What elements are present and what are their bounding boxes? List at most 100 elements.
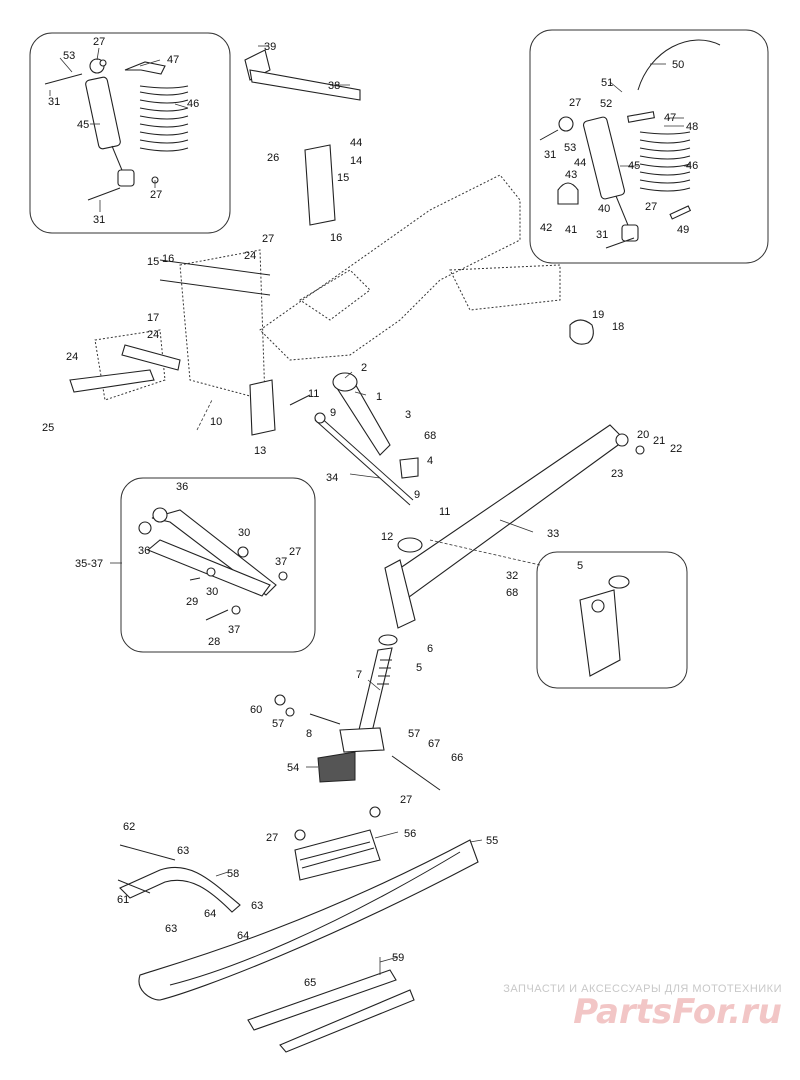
callout-50: 50: [672, 59, 684, 71]
callout-3: 3: [405, 409, 411, 421]
callout-16a: 16: [330, 232, 342, 244]
callout-32: 32: [506, 570, 518, 582]
callout-18: 18: [612, 321, 624, 333]
callout-56: 56: [404, 828, 416, 840]
callout-24c: 24: [66, 351, 78, 363]
inset-front-shock: [529, 29, 769, 264]
callout-55: 55: [486, 835, 498, 847]
callout-41: 41: [565, 224, 577, 236]
callout-35-37: 35-37: [75, 558, 103, 570]
callout-21: 21: [653, 435, 665, 447]
callout-24b: 24: [147, 329, 159, 341]
callout-6: 6: [427, 643, 433, 655]
callout-30b: 30: [206, 586, 218, 598]
callout-58: 58: [227, 868, 239, 880]
callout-27b: 27: [150, 189, 162, 201]
spindle-detail: [579, 575, 630, 677]
callout-60: 60: [250, 704, 262, 716]
callout-53a: 53: [63, 50, 75, 62]
callout-30a: 30: [238, 527, 250, 539]
callout-52: 52: [600, 98, 612, 110]
callout-37a: 37: [275, 556, 287, 568]
callout-54: 54: [287, 762, 299, 774]
callout-68b: 68: [506, 587, 518, 599]
callout-51: 51: [601, 77, 613, 89]
callout-34: 34: [326, 472, 338, 484]
callout-66: 66: [451, 752, 463, 764]
callout-67: 67: [428, 738, 440, 750]
callout-25: 25: [42, 422, 54, 434]
callout-49: 49: [677, 224, 689, 236]
leader-lines: [49, 45, 690, 975]
rear-spring: [124, 61, 189, 152]
callout-31a: 31: [48, 96, 60, 108]
callout-26: 26: [267, 152, 279, 164]
callout-36a: 36: [176, 481, 188, 493]
callout-63a: 63: [177, 845, 189, 857]
link-arm-assembly: [138, 507, 288, 621]
inset-spindle-detail: [536, 551, 688, 689]
callout-47a: 47: [167, 54, 179, 66]
callout-7: 7: [356, 669, 362, 681]
rear-shock-absorber: [44, 58, 159, 201]
callout-64b: 64: [237, 930, 249, 942]
callout-2: 2: [361, 362, 367, 374]
callout-24a: 24: [244, 250, 256, 262]
callout-64a: 64: [204, 908, 216, 920]
callout-27c: 27: [262, 233, 274, 245]
callout-63b: 63: [251, 900, 263, 912]
watermark: ЗАПЧАСТИ И АКСЕССУАРЫ ДЛЯ МОТОТЕХНИКИ Pa…: [503, 983, 782, 1029]
callout-63c: 63: [165, 923, 177, 935]
callout-39: 39: [264, 41, 276, 53]
callout-14: 14: [350, 155, 362, 167]
callout-20: 20: [637, 429, 649, 441]
callout-44a: 44: [350, 137, 362, 149]
callout-61: 61: [117, 894, 129, 906]
callout-27d: 27: [289, 546, 301, 558]
steering-bracket: [69, 49, 361, 436]
callout-27a: 27: [93, 36, 105, 48]
callout-15b: 15: [147, 256, 159, 268]
callout-27g: 27: [400, 794, 412, 806]
callout-16b: 16: [162, 253, 174, 265]
callout-59: 59: [392, 952, 404, 964]
callout-4: 4: [427, 455, 433, 467]
ski-spindle: [274, 634, 441, 791]
callout-11b: 11: [439, 506, 450, 518]
callout-31d: 31: [596, 229, 608, 241]
callout-27f: 27: [645, 201, 657, 213]
callout-5a: 5: [577, 560, 583, 572]
callout-65: 65: [304, 977, 316, 989]
callout-22: 22: [670, 443, 682, 455]
callout-27e: 27: [569, 97, 581, 109]
callout-31c: 31: [544, 149, 556, 161]
callout-19: 19: [592, 309, 604, 321]
callout-46b: 46: [686, 160, 698, 172]
chassis-frame: [259, 174, 521, 361]
callout-40: 40: [598, 203, 610, 215]
callout-42: 42: [540, 222, 552, 234]
callout-33: 33: [547, 528, 559, 540]
callout-46a: 46: [187, 98, 199, 110]
callout-53b: 53: [564, 142, 576, 154]
callout-57a: 57: [272, 718, 284, 730]
inset-link-arm: [120, 477, 316, 653]
callout-38: 38: [328, 80, 340, 92]
inset-rear-shock: [29, 32, 231, 234]
callout-9b: 9: [414, 489, 420, 501]
callout-23: 23: [611, 468, 623, 480]
callout-labels: 1 2 3 4 5 5 6 7 8 9 9 10 11 11 12 13 14 …: [42, 36, 698, 989]
callout-8: 8: [306, 728, 312, 740]
callout-45b: 45: [628, 160, 640, 172]
trailing-arm: [384, 319, 645, 629]
callout-37b: 37: [228, 624, 240, 636]
callout-1: 1: [376, 391, 382, 403]
callout-5b: 5: [416, 662, 422, 674]
callout-12: 12: [381, 531, 393, 543]
callout-47b: 47: [664, 112, 676, 124]
callout-17: 17: [147, 312, 159, 324]
callout-36b: 36: [138, 545, 150, 557]
steering-linkage: [289, 372, 419, 506]
callout-28: 28: [208, 636, 220, 648]
